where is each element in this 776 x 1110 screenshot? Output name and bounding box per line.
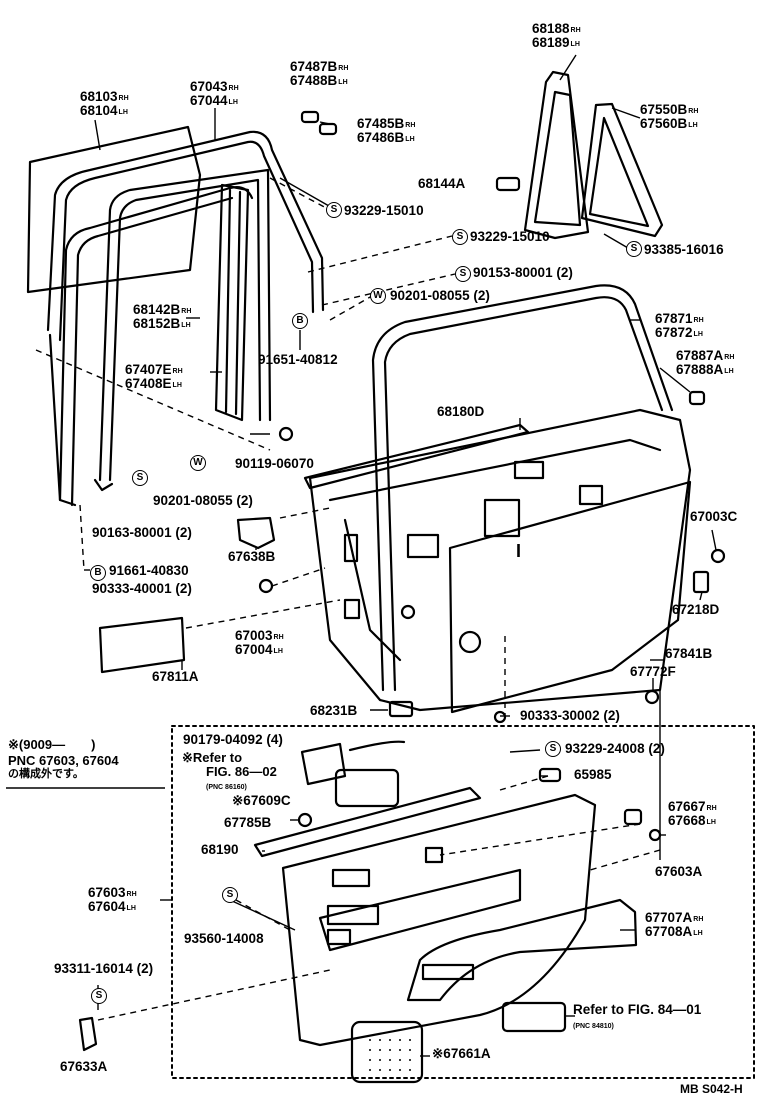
channel-67407e [98,168,272,482]
label-67603a: 67603A [655,864,703,879]
label-93229-15010-a: 93229-15010 [344,203,424,218]
screw-symbol: S [222,887,238,903]
label-67003c: 67003C [690,509,738,524]
screw-symbol: S [132,470,148,486]
bolt-symbol: B [90,565,106,581]
label-90119-06070: 90119-06070 [235,456,314,471]
label-refer-fig84: Refer to FIG. 84—01(PNC 84810) [573,1002,702,1031]
label-90153-80001: 90153-80001 (2) [473,265,573,280]
trim-panel-box [171,725,755,1079]
label-93311-16014: 93311-16014 (2) [54,961,154,976]
speaker-grille-67661a [350,1020,424,1084]
label-90333-40001: 90333-40001 (2) [92,581,192,596]
label-67633a: 67633A [60,1059,108,1074]
washer-symbol: W [370,288,386,304]
belt-molding-68180d [303,423,530,490]
label-90179-04092: 90179-04092 (4) [183,732,283,747]
label-68144a: 68144A [418,176,466,191]
glass-run-67043 [46,130,325,332]
label-93560-14008: 93560-14008 [184,931,264,946]
screw-symbol: S [626,241,642,257]
label-93385-16016: 93385-16016 [644,242,724,257]
note-line-3: の構成外です。 [8,768,84,781]
label-68231b: 68231B [310,703,358,718]
label-65985: 65985 [574,767,612,782]
label-67218d: 67218D [672,602,720,617]
weatherstrip-67550b [580,102,664,238]
note-line-2: PNC 67603, 67604 [8,752,119,768]
door-shell-67003 [308,408,692,712]
label-68180d: 68180D [437,404,485,419]
channel-68142b [58,186,254,502]
courtesy-lamp [334,768,400,808]
label-67811a: 67811A [152,669,199,684]
applicability-note: ※(9009— ) PNC 67603, 67604 の構成外です。 [8,737,119,781]
switch-base [501,1001,567,1033]
clip-67638b [236,516,276,550]
label-91651-40812: 91651-40812 [258,352,338,367]
trim-strip-68190 [253,786,482,858]
label-90201-08055-b: 90201-08055 (2) [153,493,253,508]
hole-cover-67841b [448,480,692,714]
drawing-code: MB S042-H [680,1082,743,1096]
screw-symbol: S [326,202,342,218]
label-67661a: ※67661A [432,1046,491,1061]
armrest-67707a [406,898,638,1002]
panel-mark: I [516,541,522,561]
washer-symbol: W [190,455,206,471]
label-91661-40830: 91661-40830 [109,563,189,578]
note-line-1: ※(9009— ) [8,737,96,752]
label-90333-30002: 90333-30002 (2) [520,708,620,723]
screw-symbol: S [91,988,107,1004]
screw-symbol: S [452,229,468,245]
weatherstrip-67871 [371,284,674,692]
quarter-glass-68188 [523,70,590,240]
label-67772f: 67772F [630,664,676,679]
bolt-symbol: B [292,313,308,329]
label-67841b: 67841B [665,646,713,661]
label-67609c: ※67609C [232,793,291,808]
label-90163-80001: 90163-80001 (2) [92,525,192,540]
screw-symbol: S [545,741,561,757]
label-90201-08055-a: 90201-08055 (2) [390,288,490,303]
screw-symbol: S [455,266,471,282]
label-67785b: 67785B [224,815,272,830]
label-93229-15010-b: 93229-15010 [470,229,550,244]
label-67638b: 67638B [228,549,276,564]
pad-67811a [98,616,186,674]
label-93229-24008: 93229-24008 (2) [565,741,665,756]
door-glass-68103 [26,125,202,294]
division-bar [214,183,250,422]
label-68190: 68190 [201,842,239,857]
trim-board-67603 [281,793,597,1047]
